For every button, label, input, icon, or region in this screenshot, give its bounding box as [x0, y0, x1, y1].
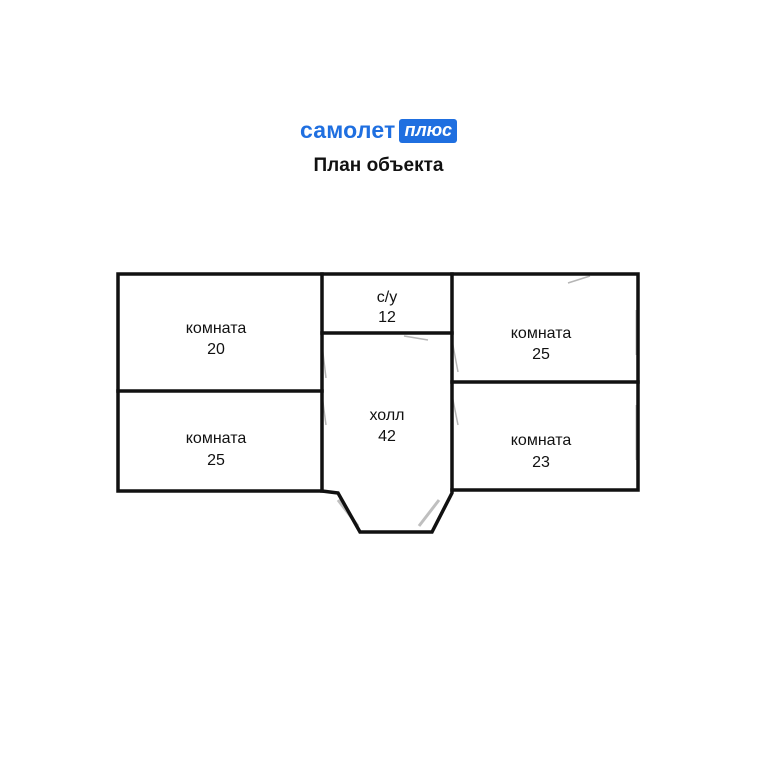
room-6-label: комната [511, 432, 572, 449]
room-2-area: 25 [207, 452, 225, 469]
brand-logo: самолет плюс [0, 117, 757, 144]
room-1-label: комната [186, 320, 247, 337]
plan-title: План объекта [313, 155, 444, 176]
room-5-area: 25 [532, 346, 550, 363]
room-labels: комната 20 комната 25 с/у 12 холл 42 ком… [186, 289, 572, 471]
room-5-label: комната [511, 325, 572, 342]
room-3-area: 12 [378, 309, 396, 326]
door [567, 275, 591, 284]
walls [116, 272, 640, 534]
room-6-area: 23 [532, 454, 550, 471]
window [417, 499, 441, 527]
room-4-label: холл [369, 407, 404, 424]
room-1-area: 20 [207, 341, 225, 358]
outer-wall [116, 272, 640, 534]
door [403, 335, 429, 341]
brand-wordmark: самолет [299, 117, 396, 143]
room-4-area: 42 [378, 428, 396, 445]
brand-badge: плюс [399, 118, 458, 143]
room-2-label: комната [186, 430, 247, 447]
room-3-label: с/у [377, 289, 397, 306]
